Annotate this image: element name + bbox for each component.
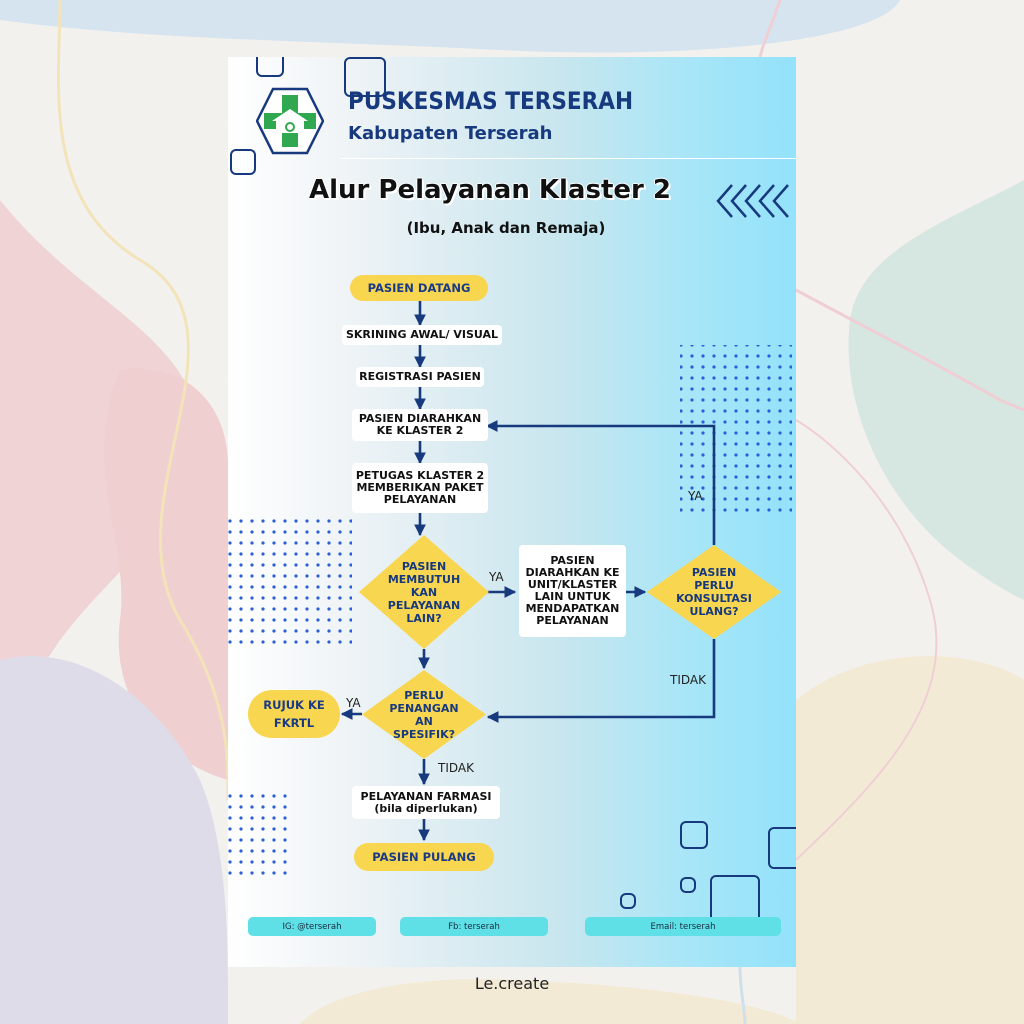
need-specific-care-decision: PERLU PENANGAN AN SPESIFIK?: [389, 688, 459, 741]
start-terminal: PASIEN DATANG: [350, 275, 488, 301]
edge-label-yes: YA: [489, 570, 504, 584]
flow-connectors: [228, 301, 792, 881]
instagram-contact[interactable]: IG: @terserah: [248, 917, 376, 936]
directed-to-cluster-step: PASIEN DIARAHKAN KE KLASTER 2: [352, 409, 488, 441]
email-contact[interactable]: Email: terserah: [585, 917, 781, 936]
page-title: Alur Pelayanan Klaster 2: [309, 175, 671, 205]
decision-diamond: [362, 670, 486, 759]
edge-label-yes: YA: [688, 489, 703, 503]
decor-square: [620, 893, 636, 909]
decision-diamond: [359, 535, 489, 649]
decor-square: [680, 821, 708, 849]
decor-square: [344, 57, 386, 97]
decor-square: [680, 877, 696, 893]
chevrons-left-icon: [716, 184, 789, 218]
region-name: Kabupaten Terserah: [348, 123, 553, 144]
page-subtitle: (Ibu, Anak dan Remaja): [406, 219, 606, 237]
service-package-step: PETUGAS KLASTER 2 MEMBERIKAN PAKET PELAY…: [352, 463, 488, 513]
decision-diamond: [647, 545, 781, 639]
flowchart-poster: PUSKESMAS TERSERAH Kabupaten Terserah Al…: [228, 57, 796, 967]
decor-square: [256, 57, 284, 77]
organization-name: PUSKESMAS TERSERAH: [348, 87, 634, 115]
need-other-service-decision: PASIEN MEMBUTUH KAN PELAYANAN LAIN?: [387, 559, 461, 625]
edge-label-no: TIDAK: [438, 761, 474, 775]
pharmacy-step: PELAYANAN FARMASI (bila diperlukan): [352, 786, 500, 819]
registration-step: REGISTRASI PASIEN: [356, 367, 484, 387]
dot-grid: [228, 789, 294, 881]
creator-credit: Le.create: [474, 974, 550, 993]
edge-label-yes: YA: [346, 696, 361, 710]
decor-square: [230, 149, 256, 175]
header-divider: [340, 158, 796, 159]
need-reconsult-decision: PASIEN PERLU KONSULTASI ULANG?: [676, 566, 752, 618]
referred-other-unit-step: PASIEN DIARAHKAN KE UNIT/KLASTER LAIN UN…: [519, 545, 626, 637]
decor-square: [768, 827, 796, 869]
facebook-contact[interactable]: Fb: terserah: [400, 917, 548, 936]
end-terminal: PASIEN PULANG: [354, 843, 494, 871]
edge-label-no: TIDAK: [670, 673, 706, 687]
health-center-logo-icon: [256, 87, 324, 155]
screening-step: SKRINING AWAL/ VISUAL: [342, 325, 502, 345]
refer-fkrtl-terminal: RUJUK KE FKRTL: [248, 690, 340, 738]
dot-grid: [680, 345, 792, 515]
dot-grid: [228, 517, 352, 651]
